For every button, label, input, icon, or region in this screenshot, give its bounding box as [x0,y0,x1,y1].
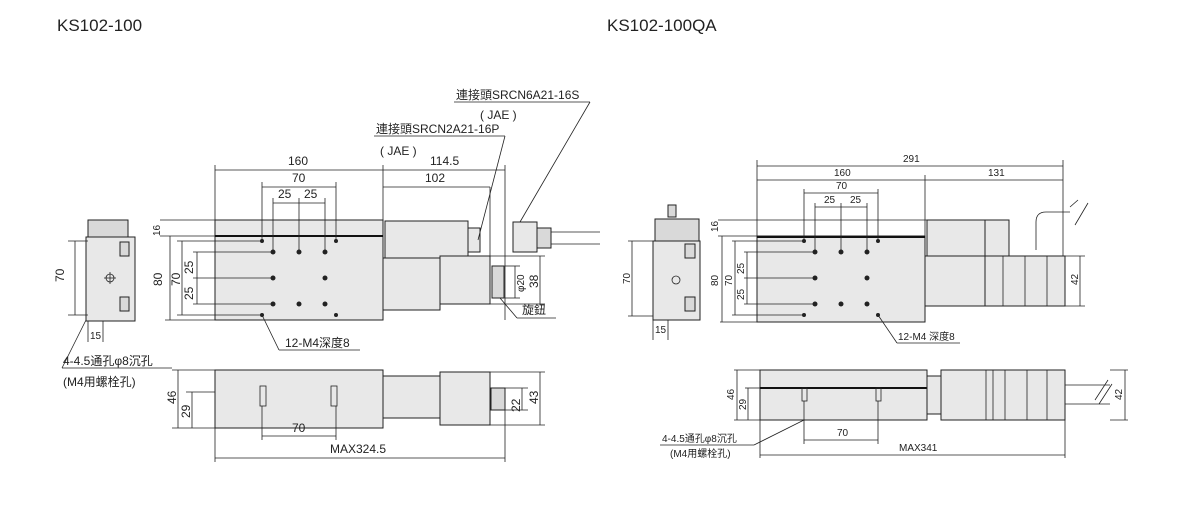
left-80-dim: 80 [151,272,165,286]
right-bottom-70-dim: 70 [837,428,849,439]
right-side-view: 70 46 29 42 MAX341 4-4.5通孔φ8沉孔 (M4用螺栓孔) [660,369,1128,460]
right-25v-dim-1: 25 [736,262,747,274]
left-70v-dim: 70 [169,272,183,286]
left-102-dim: 102 [425,171,445,185]
left-phi20-dim: φ20 [516,274,527,292]
right-70-dim: 70 [836,181,848,192]
left-through-hole-label: 4-4.5通孔φ8沉孔 [63,354,153,368]
left-connector-6-maker: ( JAE ) [480,108,517,122]
left-38-dim: 38 [527,274,541,288]
right-70v-dim: 70 [724,274,735,286]
left-max-length-dim: MAX324.5 [330,442,386,456]
left-46-dim: 46 [165,390,179,404]
left-end-view: 70 15 4-4.5通孔φ8沉孔 (M4用螺栓孔) [53,219,172,389]
right-bolt-hole-label: (M4用螺栓孔) [670,447,731,460]
left-end-70-dim: 70 [53,268,67,282]
left-22-dim: 22 [509,398,523,412]
left-holes-label: 12-M4深度8 [285,335,350,350]
left-model-title: KS102-100 [57,16,143,35]
right-46-dim: 46 [726,388,737,400]
left-knob-label: 旋鈕 [522,303,546,317]
left-connector-2-maker: ( JAE ) [380,144,417,158]
right-291-dim: 291 [903,154,920,165]
left-25v-dim-2: 25 [182,286,196,300]
right-25-dim-b: 25 [850,195,862,206]
right-42-dim: 42 [1070,273,1081,285]
right-top-view: 291 160 131 70 25 25 16 80 70 25 25 42 1… [710,154,1089,344]
right-25-dim-a: 25 [824,195,836,206]
right-through-hole-label: 4-4.5通孔φ8沉孔 [662,432,737,445]
left-160-dim: 160 [288,154,308,168]
left-connector-2-label: 連接頭SRCN2A21-16P [376,121,499,136]
right-end-view: 70 15 [622,204,701,340]
left-25v-dim-1: 25 [182,260,196,274]
right-80-dim: 80 [710,274,721,286]
right-end-70-dim: 70 [622,272,633,284]
left-25-dim-b: 25 [304,187,318,201]
right-end-15-dim: 15 [655,325,667,336]
left-43-dim: 43 [527,390,541,404]
right-25v-dim-2: 25 [736,288,747,300]
left-16-dim: 16 [152,224,163,236]
left-bolt-hole-label: (M4用螺栓孔) [63,374,136,389]
right-holes-label: 12-M4 深度8 [898,330,955,343]
left-top-view: 160 70 25 25 114.5 102 16 80 70 25 25 φ2… [151,87,600,351]
left-connector-6-label: 連接頭SRCN6A21-16S [456,87,579,102]
right-131-dim: 131 [988,168,1005,179]
right-16-dim: 16 [710,220,721,232]
left-29-dim: 29 [179,404,193,418]
left-side-view: 70 46 29 22 43 MAX324.5 [165,369,545,462]
left-bottom-70-dim: 70 [292,421,306,435]
right-max-length-dim: MAX341 [899,443,938,454]
left-114.5-dim: 114.5 [430,154,459,168]
left-25-dim-a: 25 [278,187,292,201]
left-70-dim: 70 [292,171,306,185]
right-model-title: KS102-100QA [607,16,717,35]
right-160-dim: 160 [834,168,851,179]
right-42b-dim: 42 [1114,388,1125,400]
right-29-dim: 29 [738,398,749,410]
left-end-15-dim: 15 [90,331,102,342]
